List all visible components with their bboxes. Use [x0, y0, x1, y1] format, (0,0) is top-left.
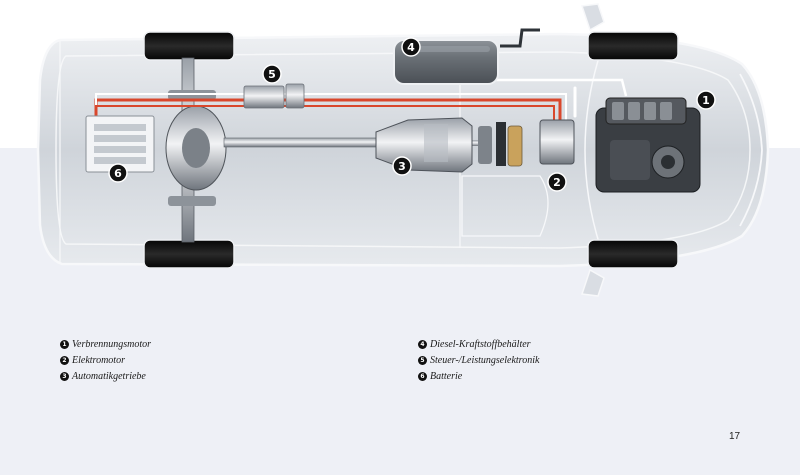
legend-item: 1 Verbrennungsmotor [60, 336, 151, 352]
legend-left: 1 Verbrennungsmotor 2 Elektromotor 3 Aut… [60, 336, 151, 384]
wheels [143, 31, 679, 269]
legend-item: 6 Batterie [418, 368, 539, 384]
tyre-front-right [587, 239, 679, 269]
badge-3-label: 3 [398, 160, 406, 173]
hybrid-van-diagram: 1 2 3 4 5 6 [36, 3, 770, 297]
propeller-shaft [223, 137, 381, 148]
legend-label: Batterie [430, 370, 463, 382]
legend-label: Steuer-/Leistungselektronik [430, 354, 540, 366]
legend-number: 1 [60, 339, 69, 349]
legend-number: 5 [418, 355, 427, 365]
battery [85, 115, 155, 173]
legend-label: Verbrennungsmotor [72, 338, 152, 350]
legend-right: 4 Diesel-Kraftstoffbehälter 5 Steuer-/Le… [418, 336, 539, 384]
power-electronics [243, 83, 305, 109]
badge-3: 3 [392, 156, 412, 176]
tyre-front-left [587, 31, 679, 61]
badge-1-label: 1 [702, 94, 710, 107]
tyre-rear-right [143, 239, 235, 269]
badge-5: 5 [262, 64, 282, 84]
legend-label: Elektromotor [72, 354, 125, 366]
badge-6: 6 [108, 163, 128, 183]
legend-number: 2 [60, 355, 69, 365]
combustion-engine [595, 97, 701, 193]
automatic-transmission [375, 117, 473, 173]
legend-item: 4 Diesel-Kraftstoffbehälter [418, 336, 539, 352]
badge-2: 2 [547, 172, 567, 192]
page-number: 17 [729, 431, 741, 442]
legend-number: 4 [418, 339, 427, 349]
legend-number: 6 [418, 371, 427, 381]
legend-number: 3 [60, 371, 69, 381]
diesel-tank [393, 39, 499, 85]
electric-motor [478, 119, 575, 167]
tyre-rear-left [143, 31, 235, 61]
rear-axle [165, 57, 227, 243]
legend-item: 2 Elektromotor [60, 352, 151, 368]
legend-label: Diesel-Kraftstoffbehälter [430, 338, 531, 350]
callout-badges: 1 2 3 4 5 6 [108, 37, 716, 192]
badge-6-label: 6 [114, 167, 122, 180]
badge-4-label: 4 [407, 41, 415, 54]
badge-2-label: 2 [553, 176, 561, 189]
fuel-line [500, 28, 540, 48]
legend-item: 3 Automatikgetriebe [60, 368, 151, 384]
legend-item: 5 Steuer-/Leistungselektronik [418, 352, 539, 368]
badge-4: 4 [401, 37, 421, 57]
badge-5-label: 5 [268, 68, 276, 81]
legend-label: Automatikgetriebe [72, 370, 146, 382]
badge-1: 1 [696, 90, 716, 110]
hv-cables [94, 86, 577, 124]
